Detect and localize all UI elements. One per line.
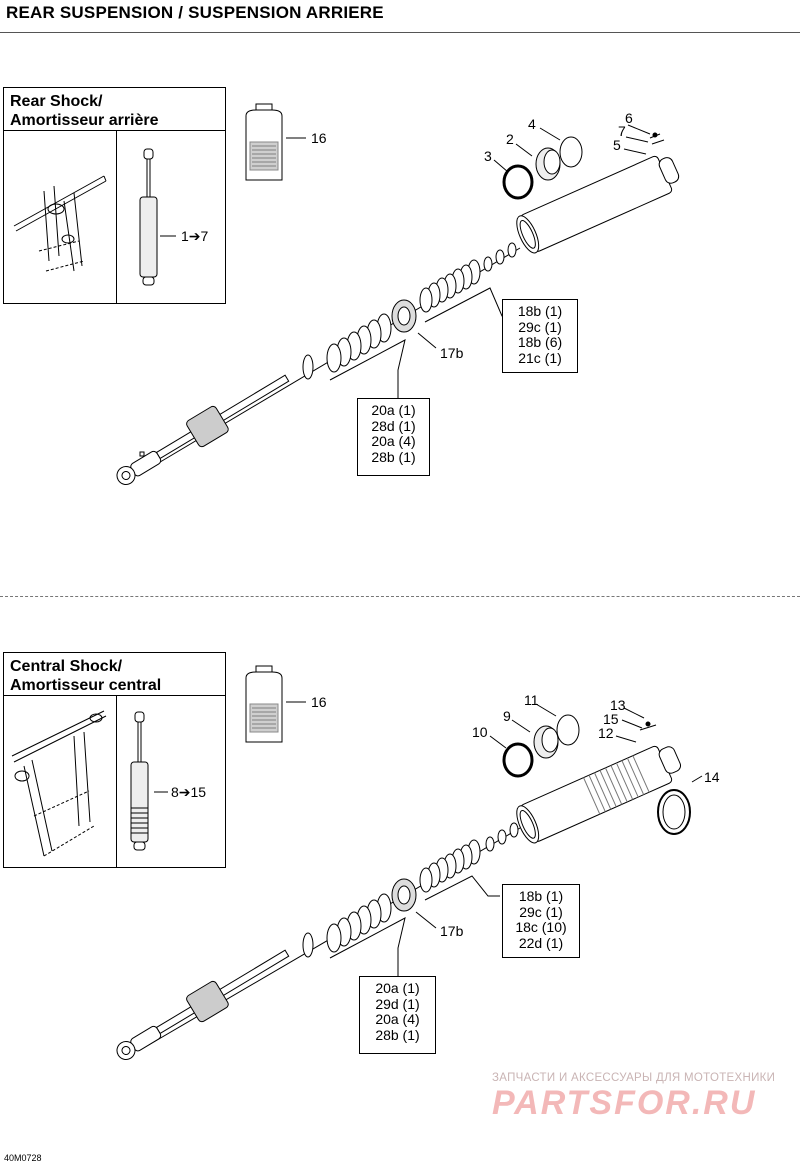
rear-damper-shaft: [116, 374, 290, 485]
rear-callout-6: 6: [625, 110, 633, 126]
central-callout-9: 9: [503, 708, 511, 724]
rear-shock-section: Rear Shock/ Amortisseur arrière 1➔7: [3, 87, 226, 304]
rear-title-line1: Rear Shock/: [10, 93, 103, 110]
rear-callout-3: 3: [484, 148, 492, 164]
watermark-logo: PARTSFOR.RU: [492, 1084, 757, 1122]
rear-frame-thumbnail: [13, 148, 176, 286]
central-upper-kit-item: 29c (1): [519, 903, 563, 920]
rear-thumbnails: 1➔7: [3, 131, 226, 304]
rear-lower-shim-stack: [326, 313, 392, 373]
central-exploded-view: [116, 665, 703, 1060]
rear-upper-kit-item: 18b (1): [517, 303, 563, 319]
central-shock-box-title: Central Shock/ Amortisseur central: [3, 652, 226, 696]
rear-upper-kit-item: 21c (1): [518, 349, 562, 366]
central-callout-13: 13: [610, 697, 626, 713]
rear-shock-box-title: Rear Shock/ Amortisseur arrière: [3, 87, 226, 131]
central-title-line1: Central Shock/: [10, 658, 123, 675]
central-shock-section: Central Shock/ Amortisseur central 8➔15: [0, 596, 800, 1156]
central-callout-10: 10: [472, 724, 488, 740]
rear-callout-5: 5: [613, 137, 621, 153]
central-shock-thumbnail: [130, 711, 149, 851]
rear-lower-kit-item: 28d (1): [371, 417, 416, 434]
central-callout-16: 16: [311, 694, 327, 710]
section-divider: [0, 596, 800, 597]
central-lower-kit-item: 20a (1): [375, 980, 420, 996]
rear-lower-kit-item: 20a (1): [371, 402, 416, 418]
rear-lower-kit-box: 20a (1) 28d (1) 20a (4) 28b (1): [357, 398, 430, 476]
central-upper-shim-stack: [419, 839, 481, 893]
rear-lower-kit-item: 28b (1): [371, 448, 416, 465]
watermark-subtitle: ЗАПЧАСТИ И АКСЕССУАРЫ ДЛЯ МОТОТЕХНИКИ: [492, 1072, 776, 1084]
rear-shock-thumbnail: [139, 148, 158, 286]
rear-o-ring: [502, 164, 534, 200]
central-reservoir-body: [516, 745, 682, 844]
central-frame-thumbnail: [11, 710, 168, 857]
rear-upper-shim-stack: [419, 259, 481, 313]
central-upper-kit-item: 18b (1): [518, 888, 564, 904]
central-damper-shaft: [116, 949, 290, 1060]
header-rule: [0, 32, 800, 33]
rear-exploded-view: [116, 103, 680, 485]
rear-reservoir-body: [516, 155, 680, 254]
rear-upper-kit-item: 18b (6): [517, 334, 563, 350]
central-callout-14: 14: [704, 769, 720, 785]
rear-callout-7: 7: [618, 123, 626, 139]
rear-callout-2: 2: [506, 131, 514, 147]
central-title-line2: Amortisseur central: [10, 677, 162, 694]
central-callout-15: 15: [603, 711, 619, 727]
rear-callout-17b: 17b: [440, 345, 464, 361]
central-upper-kit-item: 22d (1): [518, 934, 564, 951]
central-cap: [556, 714, 580, 746]
central-lower-kit-item: 28b (1): [375, 1026, 420, 1043]
rear-range-label: 1➔7: [181, 228, 209, 244]
central-upper-kit-item: 18c (10): [515, 919, 567, 935]
central-callout-17b: 17b: [440, 923, 464, 939]
diagram-code: 40M0728: [4, 1153, 42, 1163]
central-lower-kit-item: 29d (1): [375, 995, 420, 1012]
central-lower-shim-stack: [326, 893, 392, 953]
central-callout-11: 11: [524, 692, 539, 708]
central-callout-12: 12: [598, 725, 614, 741]
rear-upper-kit-item: 29c (1): [518, 318, 562, 335]
rear-cap: [559, 136, 583, 168]
rear-upper-kit-box: 18b (1) 29c (1) 18b (6) 21c (1): [502, 299, 578, 373]
rear-callout-16: 16: [311, 130, 327, 146]
rear-title-line2: Amortisseur arrière: [10, 112, 159, 129]
central-o-ring: [502, 742, 534, 778]
rear-callout-4: 4: [528, 116, 536, 132]
central-lower-kit-item: 20a (4): [375, 1011, 420, 1027]
central-thumbnails: 8➔15: [3, 696, 226, 868]
central-upper-kit-box: 18b (1) 29c (1) 18c (10) 22d (1): [502, 884, 580, 958]
central-range-label: 8➔15: [171, 784, 207, 800]
page-title: REAR SUSPENSION / SUSPENSION ARRIERE: [6, 3, 384, 22]
rear-lower-kit-item: 20a (4): [371, 433, 416, 449]
central-lower-kit-box: 20a (1) 29d (1) 20a (4) 28b (1): [359, 976, 436, 1054]
